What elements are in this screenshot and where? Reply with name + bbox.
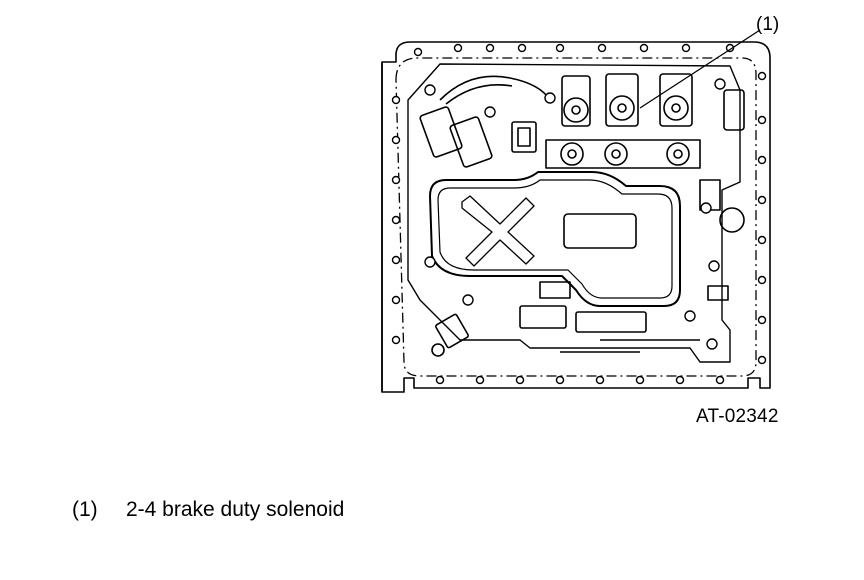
callout-leader bbox=[639, 29, 761, 109]
lower-valve-parts bbox=[431, 281, 729, 357]
legend-item: (1) 2-4 brake duty solenoid bbox=[72, 498, 344, 522]
bolt-holes bbox=[391, 43, 767, 385]
oil-strainer bbox=[429, 171, 681, 307]
solenoid-row-lower bbox=[545, 139, 701, 169]
gasket-outline bbox=[395, 57, 757, 377]
valve-body-diagram bbox=[381, 29, 771, 393]
legend-number: (1) bbox=[72, 498, 98, 521]
case-outline bbox=[381, 41, 771, 393]
strainer-window bbox=[563, 213, 637, 249]
harness-connectors bbox=[419, 75, 551, 168]
valve-body-illustration bbox=[381, 29, 771, 393]
legend-text: 2-4 brake duty solenoid bbox=[126, 498, 345, 521]
callout-number: (1) bbox=[756, 14, 780, 35]
figure-id: AT-02342 bbox=[696, 406, 779, 427]
solenoid-row-upper bbox=[561, 73, 693, 127]
valve-body-plate bbox=[407, 63, 741, 363]
right-side-parts bbox=[699, 89, 745, 233]
strainer-cross bbox=[461, 195, 535, 267]
